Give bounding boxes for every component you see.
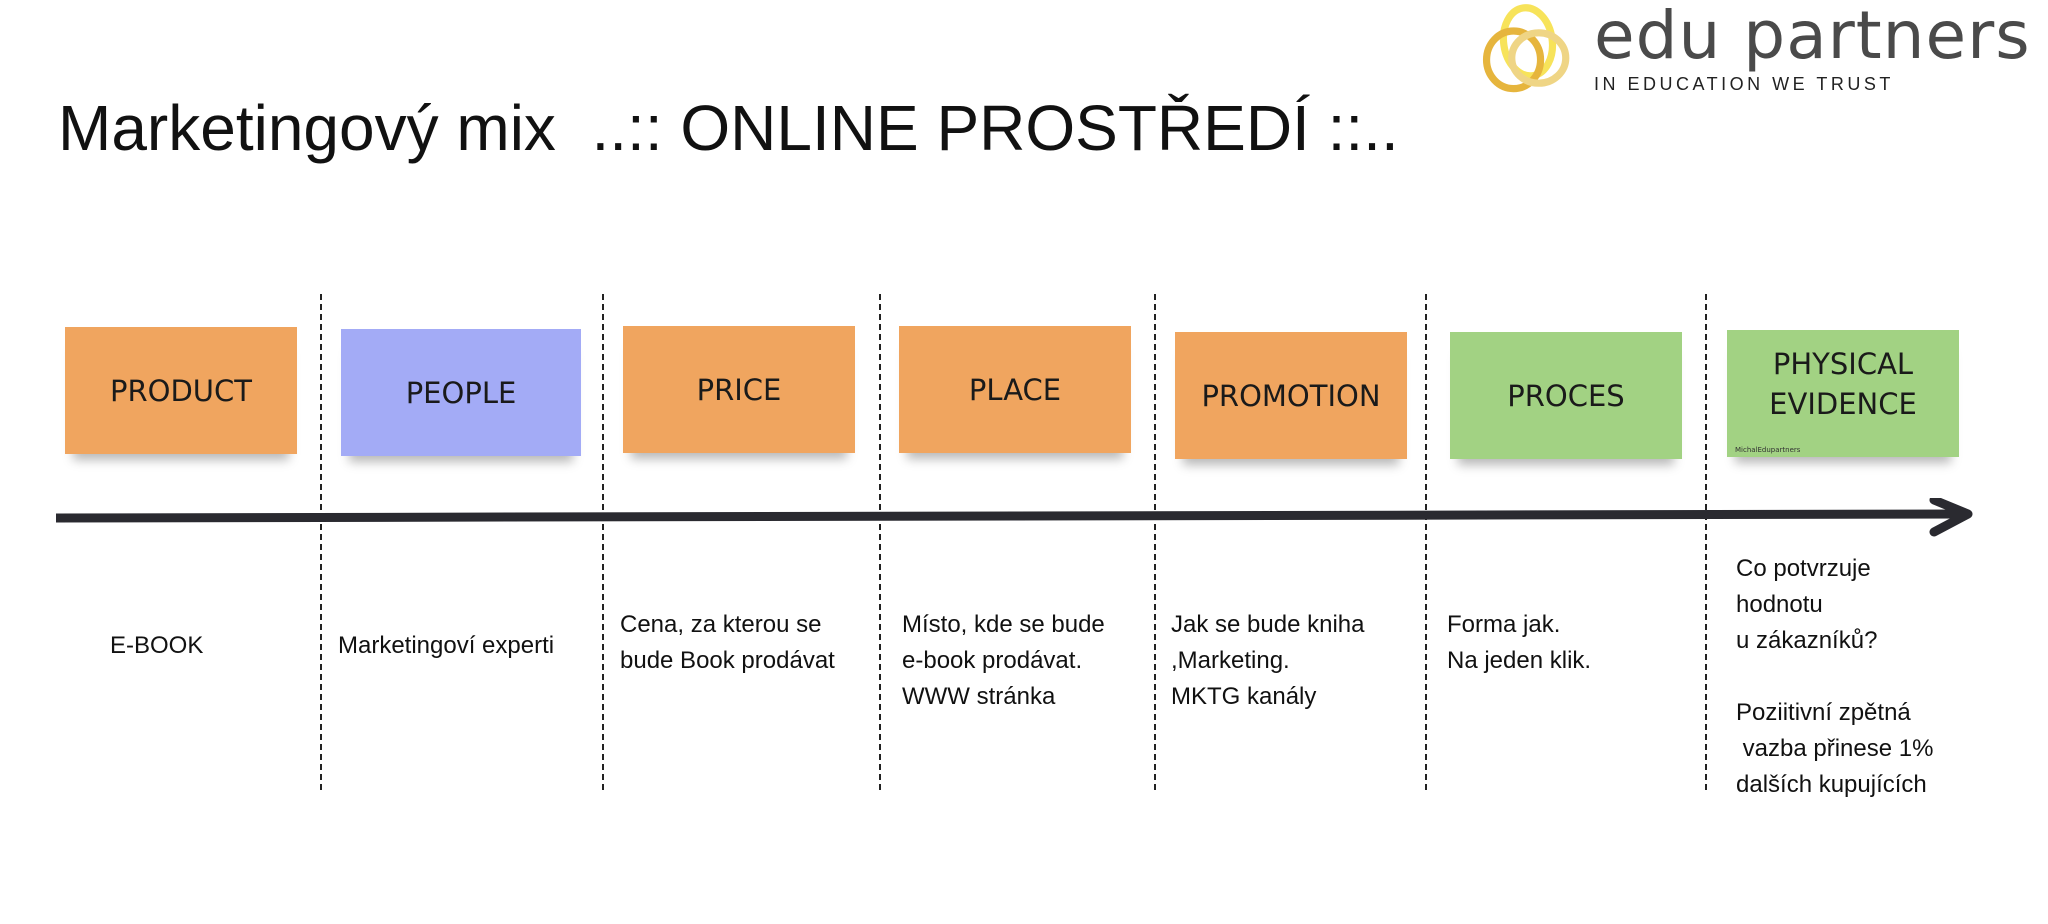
divider xyxy=(1705,294,1707,790)
note-product: PRODUCT xyxy=(65,327,297,454)
edu-partners-logo: edu partners IN EDUCATION WE TRUST xyxy=(1470,0,2030,94)
description-price: Cena, za kterou se bude Book prodávat xyxy=(620,611,835,674)
divider xyxy=(602,294,604,790)
divider xyxy=(1154,294,1156,790)
note-signature: MichalEdupartners xyxy=(1735,446,1801,454)
divider xyxy=(1425,294,1427,790)
divider xyxy=(879,294,881,790)
note-label: PRICE xyxy=(696,372,782,407)
note-label: PROCES xyxy=(1507,378,1625,413)
divider xyxy=(320,294,322,790)
rings-logo-icon xyxy=(1482,4,1570,93)
description-physical-evidence: Co potvrzuje hodnotu u zákazníků? Poziit… xyxy=(1736,555,1934,798)
note-label: PROMOTION xyxy=(1201,378,1381,413)
note-physical-evidence: PHYSICAL EVIDENCE MichalEdupartners xyxy=(1727,330,1959,457)
description-place: Místo, kde se bude e-book prodávat. WWW … xyxy=(902,611,1105,710)
description-people: Marketingoví experti xyxy=(338,632,555,659)
description-product: E-BOOK xyxy=(110,632,204,659)
note-place: PLACE xyxy=(899,326,1131,453)
note-proces: PROCES xyxy=(1450,332,1682,459)
timeline-arrow xyxy=(56,498,1973,537)
description-promotion: Jak se bude kniha ,Marketing. MKTG kanál… xyxy=(1171,611,1365,710)
logo-name: edu partners xyxy=(1594,0,2031,74)
note-people: PEOPLE xyxy=(341,329,581,456)
note-promotion: PROMOTION xyxy=(1175,332,1407,459)
note-label: PRODUCT xyxy=(110,373,252,408)
note-label: PLACE xyxy=(968,372,1062,407)
logo-tagline: IN EDUCATION WE TRUST xyxy=(1594,74,1894,94)
note-price: PRICE xyxy=(623,326,855,453)
note-label: PEOPLE xyxy=(405,375,517,410)
note-label: PHYSICAL EVIDENCE xyxy=(1769,347,1917,421)
page-title: Marketingový mix ..:: ONLINE PROSTŘEDÍ :… xyxy=(58,92,1399,164)
description-proces: Forma jak. Na jeden klik. xyxy=(1447,611,1592,674)
